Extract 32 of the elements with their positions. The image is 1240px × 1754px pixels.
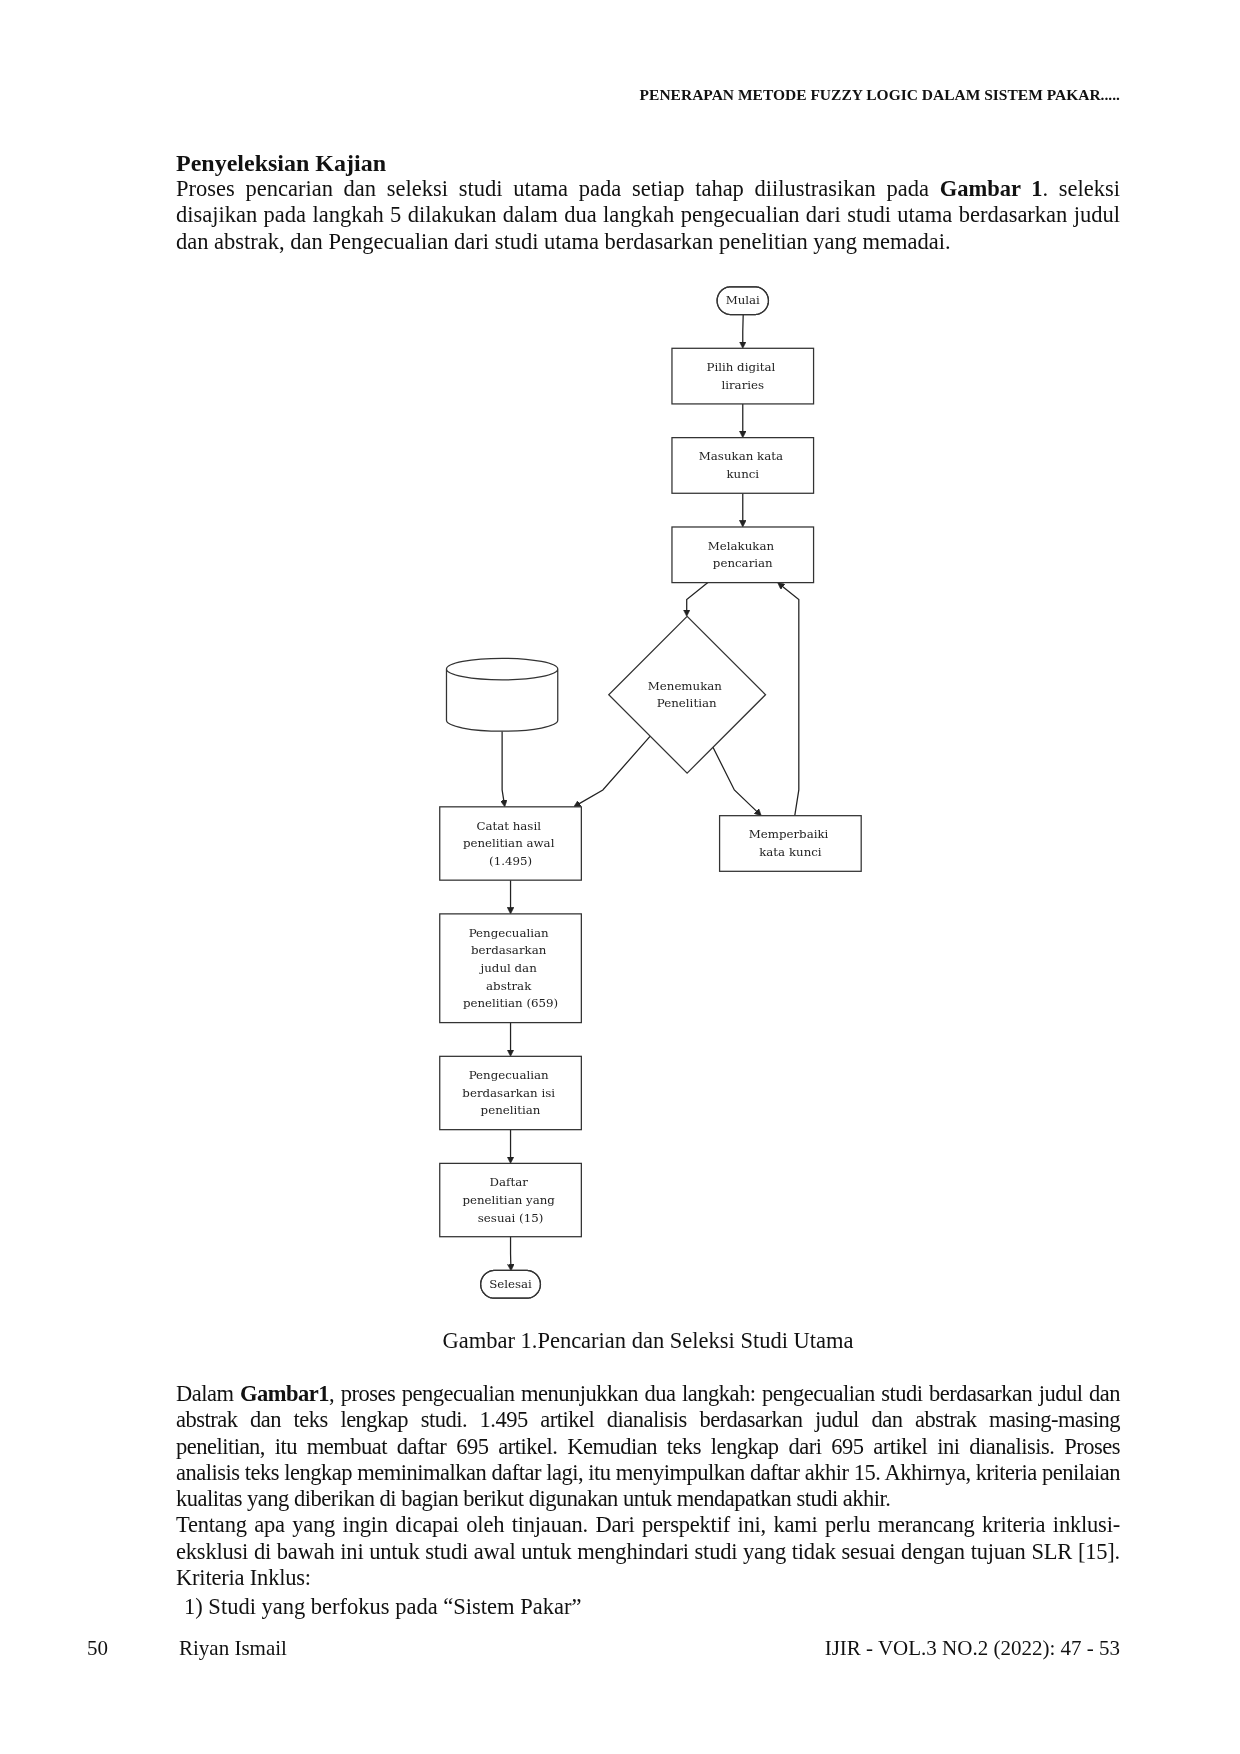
node-box: Memperbaiki kata kunci xyxy=(718,815,862,872)
page-number: 50 xyxy=(87,1636,108,1661)
arrow xyxy=(712,746,762,816)
journal-reference: IJIR - VOL.3 NO.2 (2022): 47 - 53 xyxy=(824,1636,1120,1661)
arrow xyxy=(500,730,508,808)
running-header: PENERAPAN METODE FUZZY LOGIC DALAM SISTEM PAKAR..... xyxy=(639,86,1120,104)
node-box: Daftar penelitian yang sesuai (15) xyxy=(439,1162,582,1238)
node-box: Masukan kata kunci xyxy=(671,437,815,494)
body-paragraph: Proses pencarian dan seleksi studi utama pada setiap tahap diilustrasikan pada Gambar 1. seleksi disajikan pada langkah 5 dilakukan dalam dua langkah pengecualian dari studi utama berdasarkan judul dan abstrak, dan Pengecualian dari studi utama berdasarkan penelitian yang memadai. xyxy=(176,176,1120,255)
node-diamond: Menemukan Penelitian xyxy=(607,615,767,774)
node-box: Pilih digital liraries xyxy=(671,347,815,405)
node-box: Melakukan pencarian xyxy=(671,526,815,584)
figure-caption: Gambar 1.Pencarian dan Seleksi Studi Utama xyxy=(441,1328,855,1354)
arrow xyxy=(739,492,747,528)
arrow xyxy=(506,1129,515,1164)
arrow xyxy=(683,582,709,617)
list-item: 1) Studi yang berfokus pada “Sistem Pakar” xyxy=(183,1594,583,1621)
node-box: Catat hasil penelitian awal (1.495) xyxy=(439,806,582,881)
node-cylinder xyxy=(445,657,559,732)
arrow xyxy=(739,314,747,349)
arrow xyxy=(573,735,651,808)
section-heading: Penyeleksian Kajian xyxy=(176,150,387,176)
arrow xyxy=(506,879,515,915)
body-paragraph: Dalam Gambar1, proses pengecualian menunjukkan dua langkah: pengecualian studi berdasarkan judul dan abstrak dan teks lengkap studi. 1.495 artikel dianalisis berdasarkan judul dan abstrak masing-masing penelitian, itu membuat daftar 695 artikel. Kemudian teks lengkap dari 695 artikel ini dianalisis. Proses analisis teks lengkap meminimalkan daftar lagi, itu menyimpulkan daftar akhir 15. Akhirnya, kriteria penilaian kualitas yang diberikan di bagian berikut digunakan untuk mendapatkan studi akhir. xyxy=(176,1381,1120,1513)
arrow xyxy=(506,1022,515,1057)
arrow xyxy=(777,582,800,817)
author-name: Riyan Ismail xyxy=(179,1636,287,1661)
arrow xyxy=(507,1236,515,1272)
node-box: Pengecualian berdasarkan isi penelitian xyxy=(439,1055,582,1131)
node-box: Pengecualian berdasarkan judul dan abstrak penelitian (659) xyxy=(439,913,582,1024)
arrow xyxy=(739,403,747,438)
body-paragraph: Tentang apa yang ingin dicapai oleh tinjauan. Dari perspektif ini, kami perlu merancang kriteria inklusi-eksklusi di bawah ini untuk studi awal untuk menghindari studi yang tidak sesuai dengan tujuan SLR [15]. Kriteria Inklus: xyxy=(176,1512,1120,1592)
